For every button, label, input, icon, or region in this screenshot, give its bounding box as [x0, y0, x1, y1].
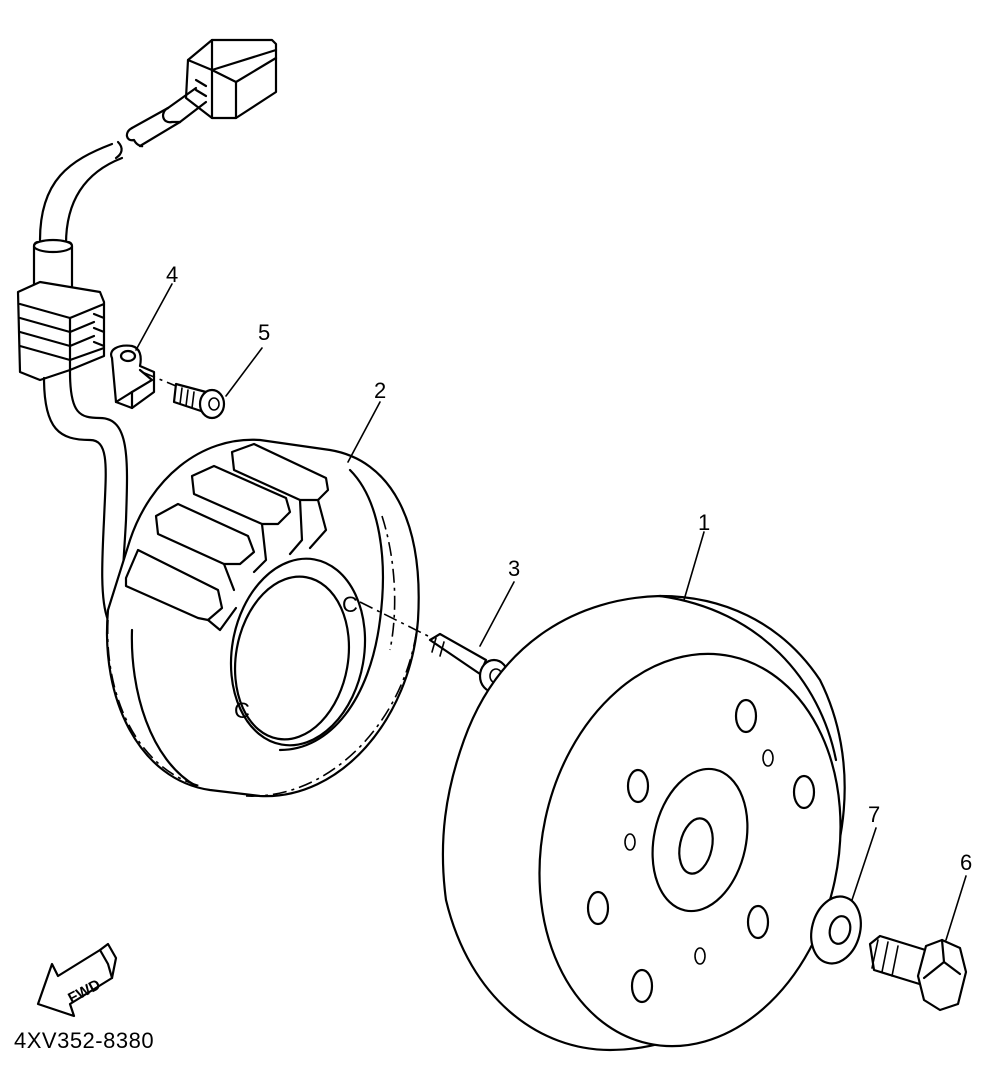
stator-mark-lower: C: [234, 698, 250, 723]
callout-2: 2: [374, 378, 386, 403]
wire-harness: [16, 38, 278, 622]
callout-6: 6: [960, 850, 972, 875]
forward-direction-arrow: FWD: [36, 942, 118, 1018]
callout-4: 4: [166, 262, 178, 287]
callout-7: 7: [868, 802, 880, 827]
flywheel-rotor: [441, 594, 846, 1052]
leader-lines: [135, 283, 967, 941]
washer: [810, 895, 862, 965]
lead-clamp: [110, 344, 156, 410]
stator-mark-upper: C: [342, 592, 358, 617]
callout-1: 1: [698, 510, 710, 535]
clamp-screw: [141, 371, 226, 420]
diagram-code: 4XV352-8380: [14, 1028, 155, 1053]
callout-5: 5: [258, 320, 270, 345]
rotor-bolt: [868, 934, 968, 1012]
stator-assembly: C C: [105, 438, 420, 798]
stator-coils: [124, 442, 330, 632]
callout-3: 3: [508, 556, 520, 581]
